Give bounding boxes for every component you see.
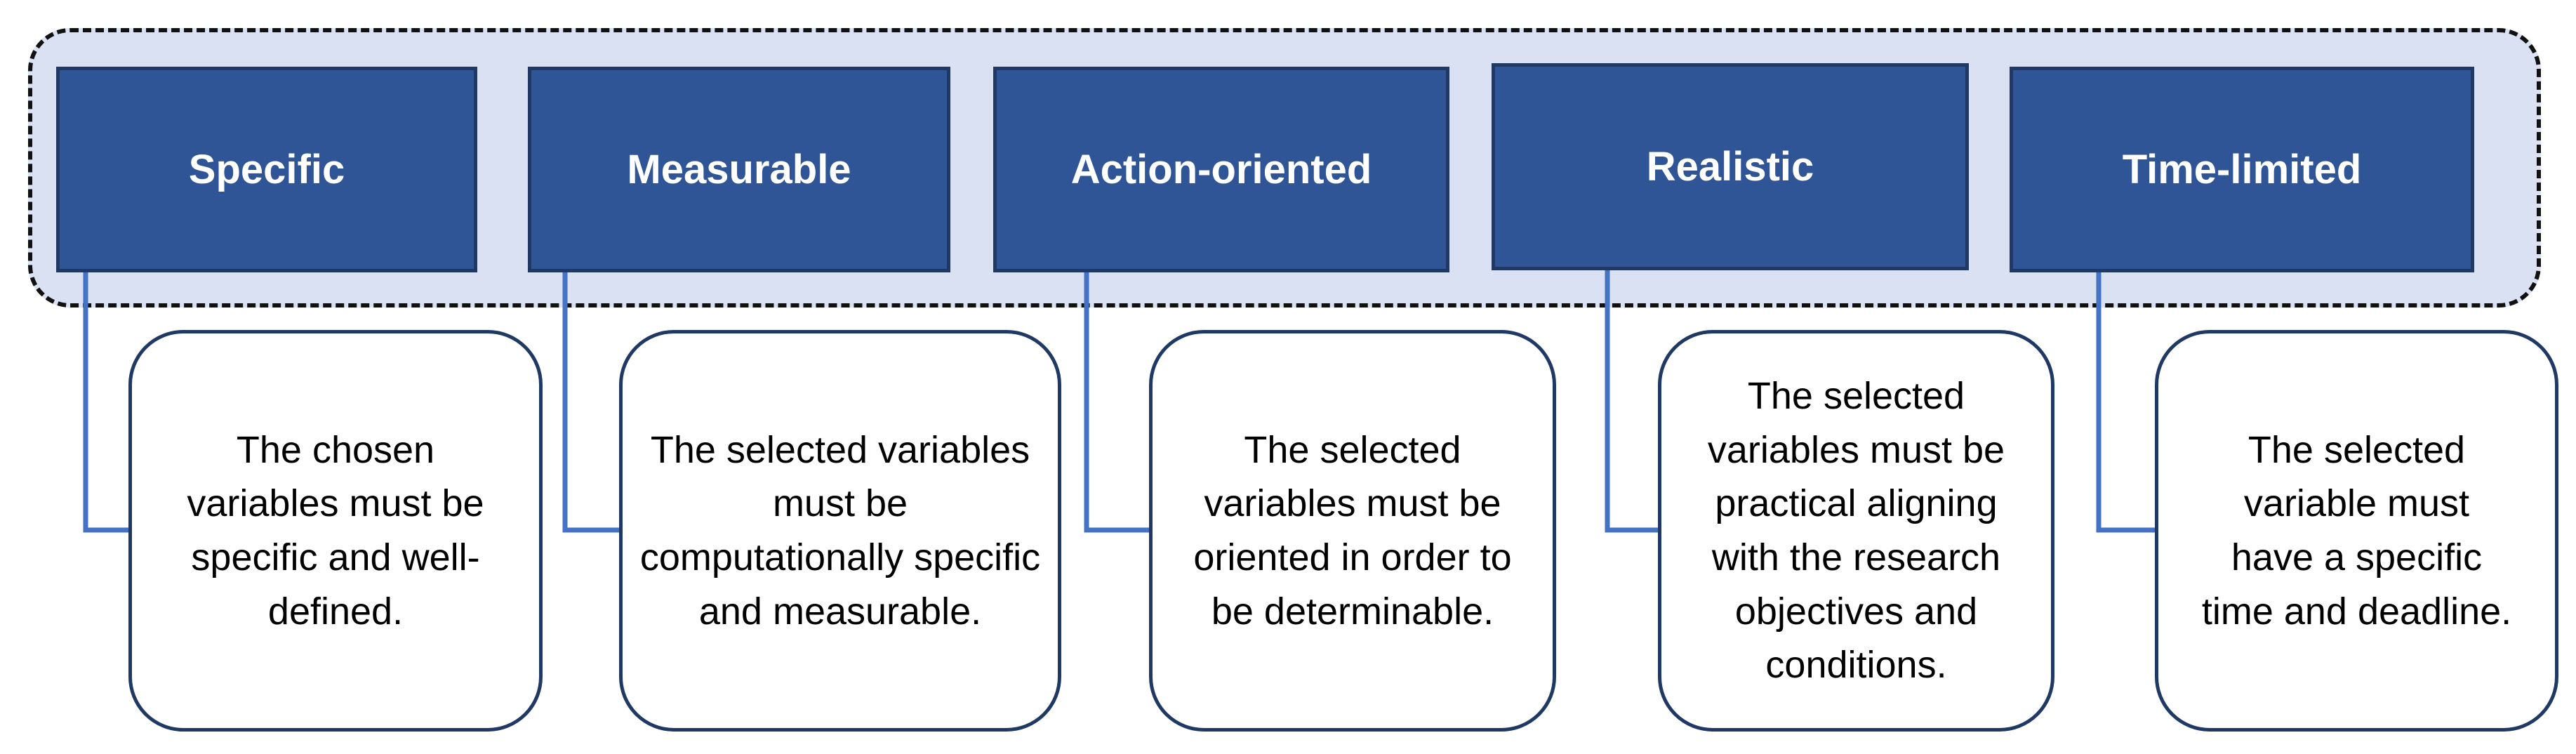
- header-measurable-label: Measurable: [627, 147, 851, 192]
- description-specific-text: The chosen variables must be specific an…: [187, 428, 484, 633]
- connector-action-oriented: [1084, 270, 1155, 533]
- header-realistic: Realistic: [1492, 63, 1969, 270]
- description-action-oriented: The selected variables must be oriented …: [1149, 330, 1556, 732]
- description-realistic: The selected variables must be practical…: [1658, 330, 2054, 732]
- description-time-limited: The selected variable must have a specif…: [2155, 330, 2558, 732]
- header-time-limited: Time-limited: [2010, 67, 2474, 272]
- description-realistic-text: The selected variables must be practical…: [1707, 374, 2005, 687]
- connector-measurable: [562, 270, 625, 533]
- description-measurable-text: The selected variables must be computati…: [639, 428, 1041, 633]
- header-action-oriented-label: Action-oriented: [1070, 147, 1372, 192]
- header-time-limited-label: Time-limited: [2122, 147, 2362, 192]
- description-specific: The chosen variables must be specific an…: [128, 330, 543, 732]
- connector-realistic: [1605, 270, 1664, 533]
- header-realistic-label: Realistic: [1646, 144, 1814, 190]
- header-specific-label: Specific: [188, 147, 345, 192]
- connector-time-limited: [2096, 270, 2160, 533]
- connector-specific: [83, 270, 132, 533]
- header-measurable: Measurable: [528, 67, 950, 272]
- description-action-oriented-text: The selected variables must be oriented …: [1193, 428, 1512, 633]
- description-measurable: The selected variables must be computati…: [619, 330, 1061, 732]
- description-time-limited-text: The selected variable must have a specif…: [2201, 428, 2512, 633]
- header-action-oriented: Action-oriented: [993, 67, 1449, 272]
- header-specific: Specific: [56, 67, 477, 272]
